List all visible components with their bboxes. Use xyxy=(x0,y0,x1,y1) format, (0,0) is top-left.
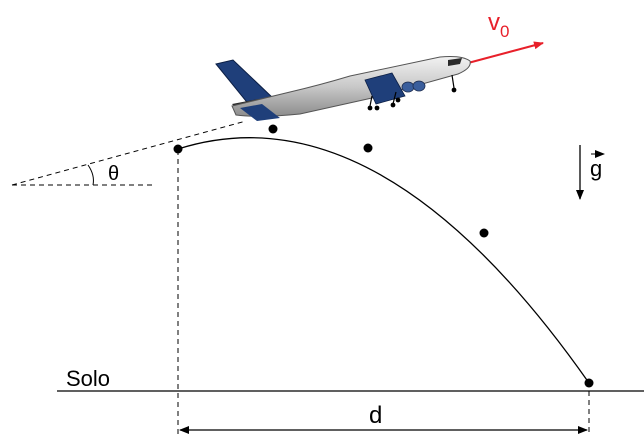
trajectory-point xyxy=(173,144,183,154)
velocity-label: v0 xyxy=(488,9,509,41)
gravity-label: g xyxy=(590,156,602,181)
trajectory-point xyxy=(584,378,594,388)
trajectory-point xyxy=(363,143,373,153)
ground-label: Solo xyxy=(66,366,110,391)
trajectory-point xyxy=(268,124,278,134)
trajectory-point xyxy=(479,228,489,238)
airplane-icon xyxy=(215,56,471,121)
launch-direction-line xyxy=(11,120,247,186)
angle-arc xyxy=(87,164,94,186)
angle-label: θ xyxy=(108,163,119,185)
distance-label: d xyxy=(369,402,382,429)
trajectory-curve xyxy=(177,137,590,384)
velocity-arrow xyxy=(467,41,544,64)
